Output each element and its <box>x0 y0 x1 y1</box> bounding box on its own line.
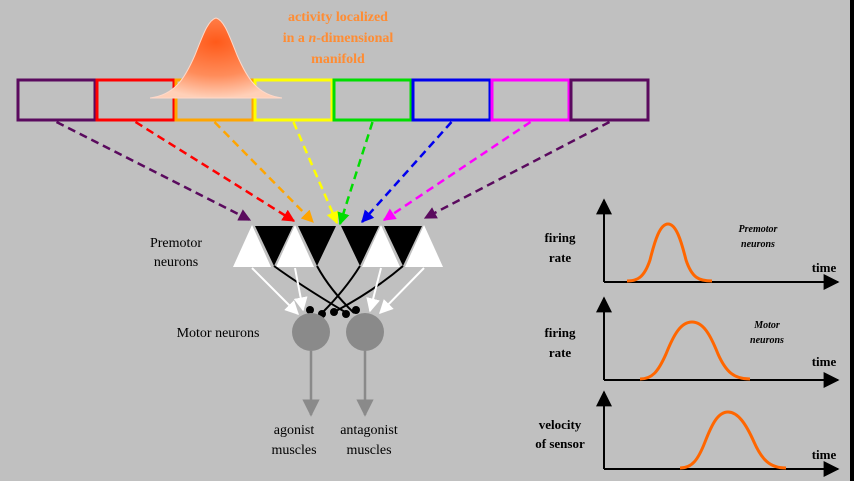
plot-motor: firing rate time Motor neurons <box>544 296 840 388</box>
manifold-title-line2: in a n-dimensional <box>283 31 394 46</box>
premotor-neurons <box>233 225 443 267</box>
excitatory-arrows <box>251 267 425 315</box>
manifold-box-4 <box>253 78 334 122</box>
premotor-white-4 <box>405 225 443 267</box>
manifold-box-5 <box>332 78 413 122</box>
plot3-curve <box>679 410 787 470</box>
plot3-ylabel-line1: velocity <box>539 417 582 432</box>
plot2-annot-line1: Motor <box>753 320 780 331</box>
agonist-label-line1: agonist <box>274 423 315 438</box>
projection-arrow-4 <box>292 121 339 225</box>
plot1-ylabel-line2: rate <box>549 250 572 265</box>
plot2-xlabel: time <box>812 354 837 369</box>
projection-arrows <box>55 120 611 226</box>
manifold-title-n: n <box>308 31 316 46</box>
manifold-box-6 <box>411 78 492 122</box>
motor-label: Motor neurons <box>177 326 260 341</box>
projection-arrow-8 <box>423 120 611 220</box>
manifold-title-line2-pre: in a <box>283 31 309 46</box>
projection-arrow-6 <box>361 121 453 223</box>
agonist-label-line2: muscles <box>271 443 316 458</box>
plot1-annot-line1: Premotor <box>739 224 778 235</box>
manifold-title-line2-post: -dimensional <box>316 31 393 46</box>
plot-velocity: velocity of sensor time <box>535 390 840 477</box>
plot1-curve <box>626 222 713 283</box>
premotor-black-2 <box>298 226 336 266</box>
plot2-curve <box>639 320 751 381</box>
premotor-label-line2: neurons <box>154 255 198 270</box>
premotor-black-1 <box>255 226 293 266</box>
manifold-boxes <box>16 78 650 122</box>
manifold-box-2 <box>95 78 176 122</box>
manifold-box-8 <box>569 78 650 122</box>
plot3-xlabel: time <box>812 447 837 462</box>
plot-premotor: firing rate time Premotor neurons <box>544 198 840 290</box>
motor-neuron-agonist <box>292 313 330 351</box>
projection-arrow-2 <box>134 120 296 223</box>
premotor-black-4 <box>384 226 422 266</box>
inhibitory-axons <box>273 265 404 314</box>
plot2-annot-line2: neurons <box>750 335 784 346</box>
projection-arrow-1 <box>55 120 252 222</box>
activity-bump <box>149 17 283 99</box>
plot1-ylabel-line1: firing <box>544 230 576 245</box>
antagonist-label-line2: muscles <box>346 443 391 458</box>
manifold-box-7 <box>490 78 571 122</box>
plot1-annot-line2: neurons <box>741 239 775 250</box>
plot2-ylabel-line1: firing <box>544 325 576 340</box>
projection-arrow-7 <box>382 120 532 222</box>
manifold-title-line3: manifold <box>311 52 365 67</box>
antagonist-label-line1: antagonist <box>340 423 398 438</box>
premotor-white-3 <box>362 225 400 267</box>
manifold-title: activity localized in a n-dimensional ma… <box>283 10 394 67</box>
plot3-ylabel-line2: of sensor <box>535 436 585 451</box>
premotor-label-line1: Premotor <box>150 236 202 251</box>
manifold-box-1 <box>16 78 97 122</box>
projection-arrow-5 <box>337 121 374 226</box>
manifold-title-line1: activity localized <box>288 10 388 25</box>
plot2-ylabel-line2: rate <box>549 345 572 360</box>
projection-arrow-3 <box>213 121 314 223</box>
plot1-xlabel: time <box>812 260 837 275</box>
premotor-white-1 <box>233 225 271 267</box>
premotor-black-3 <box>341 226 379 266</box>
motor-neuron-antagonist <box>346 313 384 351</box>
premotor-white-2 <box>276 225 314 267</box>
